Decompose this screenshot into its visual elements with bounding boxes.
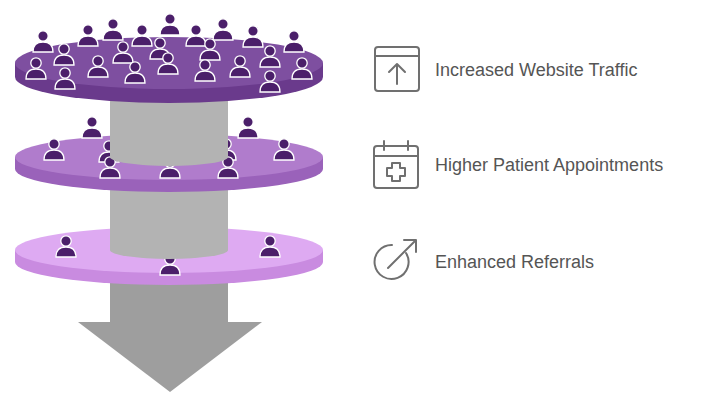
illustration-part (383, 141, 385, 150)
person-icon (54, 44, 74, 65)
referral-arrow-icon (375, 240, 416, 279)
person-icon (78, 25, 98, 46)
person-icon (195, 60, 215, 81)
person-icon (186, 25, 206, 46)
person-icon (200, 39, 220, 60)
benefit-label: Enhanced Referrals (435, 251, 594, 273)
illustration-part (78, 322, 262, 392)
illustration-part (388, 241, 415, 268)
person-icon (55, 68, 75, 89)
illustration-part (374, 155, 418, 157)
illustration-part (15, 37, 323, 89)
person-icon (26, 58, 46, 79)
person-icon (113, 42, 133, 63)
illustration-part (375, 55, 419, 57)
person-icon (56, 236, 76, 257)
illustration-part (375, 245, 409, 279)
person-icon (274, 139, 294, 160)
illustration-part (407, 141, 409, 150)
illustration-part (396, 65, 398, 84)
person-icon (260, 71, 280, 92)
person-icon (33, 31, 53, 52)
funnel-disc (15, 37, 323, 103)
person-icon (292, 58, 312, 79)
person-icon (213, 19, 233, 40)
person-icon (158, 53, 178, 74)
benefit-label: Higher Patient Appointments (435, 154, 663, 176)
person-icon (284, 31, 304, 52)
browser-upload-icon (375, 47, 419, 91)
person-icon (260, 236, 280, 257)
calendar-medical-icon (374, 141, 418, 188)
person-icon (238, 117, 258, 138)
person-icon (88, 56, 108, 77)
illustration-part (389, 64, 405, 72)
illustration-part (375, 47, 419, 91)
person-icon (260, 46, 280, 67)
person-icon (160, 14, 180, 35)
person-icon (103, 19, 123, 40)
illustration-part (404, 240, 416, 252)
person-icon (132, 25, 152, 46)
person-icon (230, 56, 250, 77)
person-icon (243, 26, 263, 47)
illustration-part (387, 163, 405, 181)
down-arrow (78, 270, 262, 392)
person-icon (82, 117, 102, 138)
person-icon (125, 62, 145, 83)
person-icon (44, 139, 64, 160)
people-group (26, 14, 312, 92)
illustration-part (374, 146, 418, 188)
benefit-label: Increased Website Traffic (435, 59, 637, 81)
